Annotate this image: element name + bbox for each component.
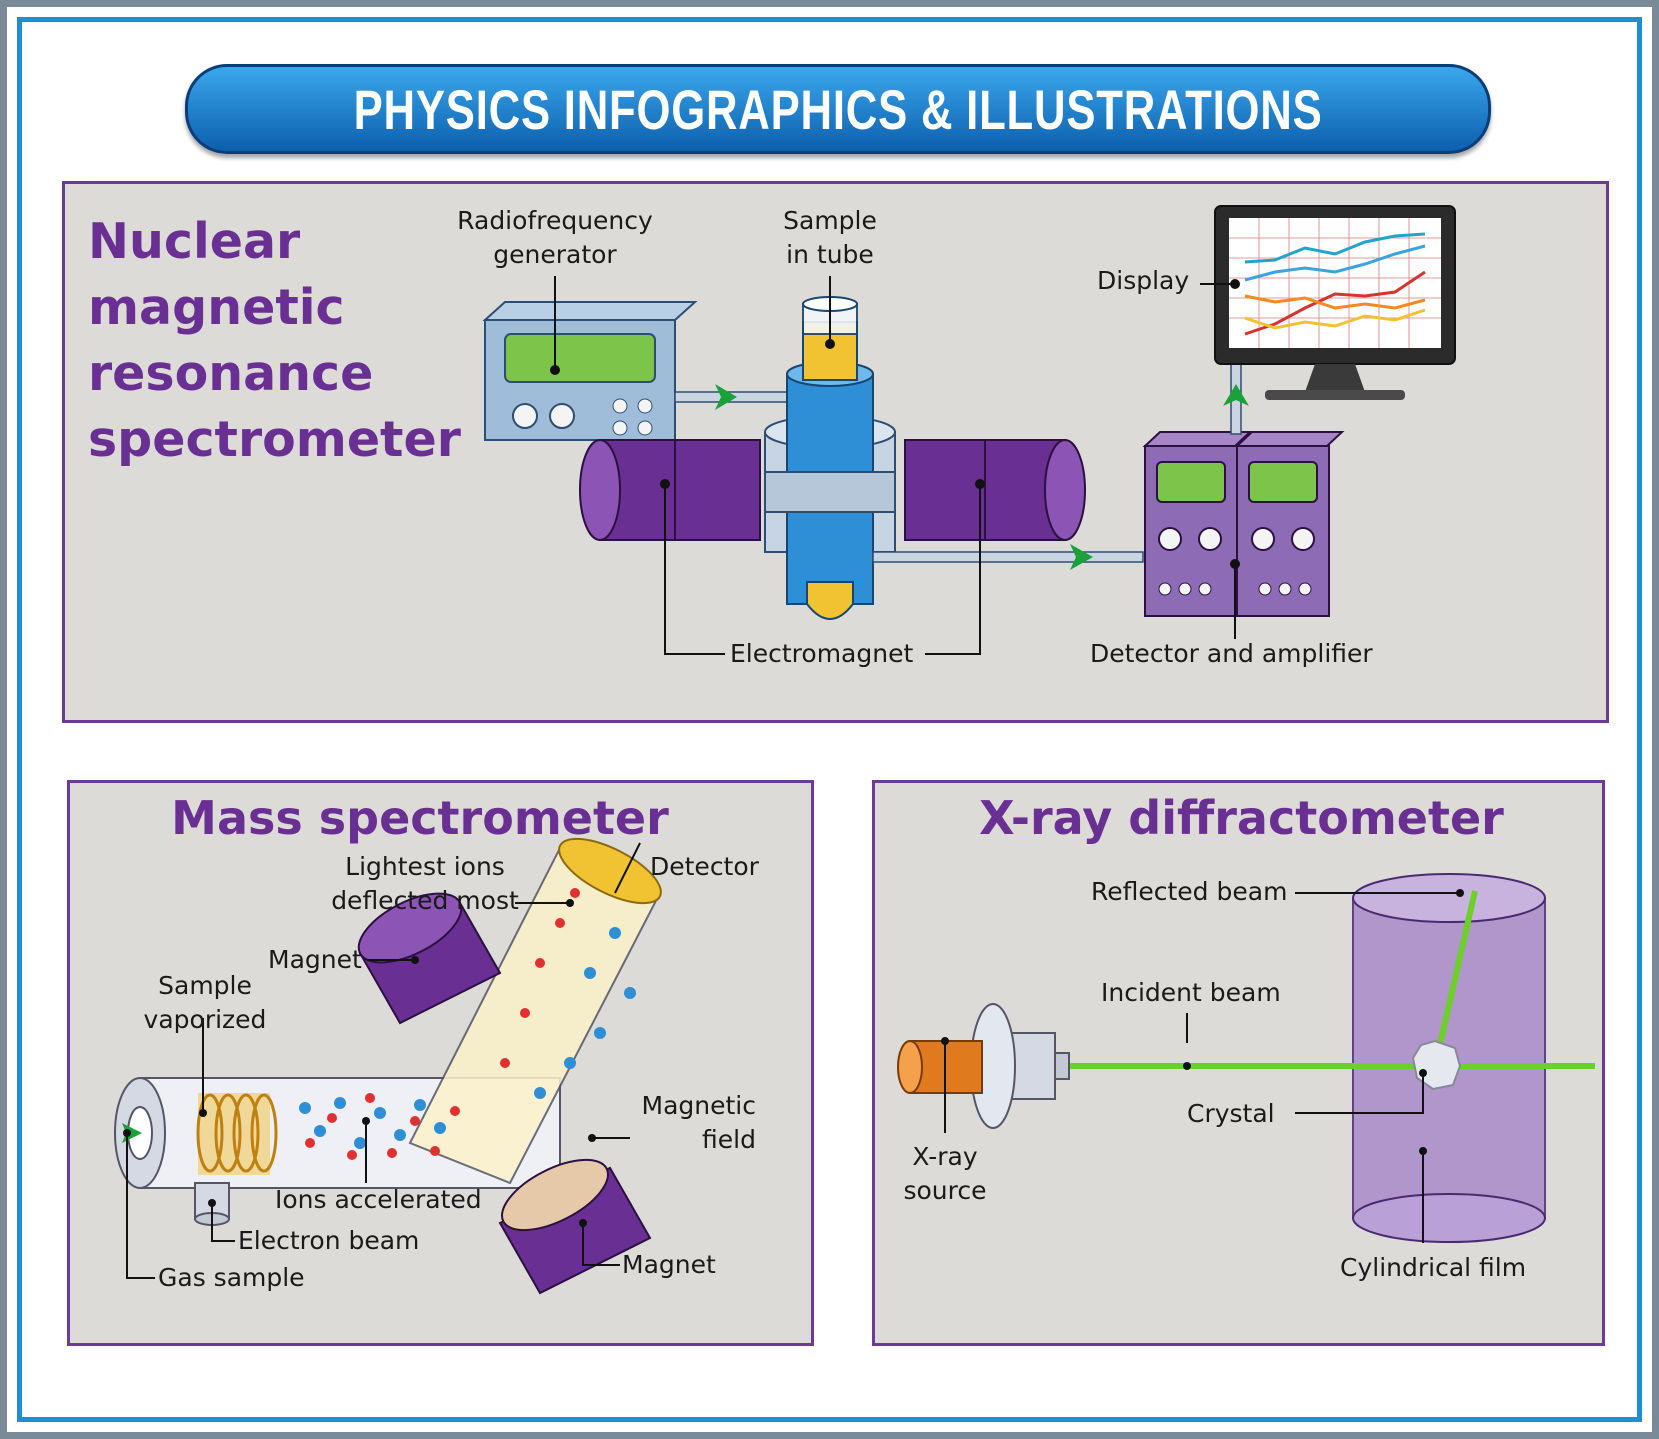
arrow-icon (1223, 384, 1249, 406)
nmr-title-line: spectrometer (88, 411, 461, 468)
xray-title: X-ray diffractometer (979, 791, 1504, 845)
magnet-bottom-icon (498, 1158, 652, 1295)
label-ions-accelerated: Ions accelerated (275, 1185, 482, 1214)
label-rf-generator: Radiofrequency generator (455, 204, 655, 272)
label-lightest-ions: Lightest ions deflected most (315, 850, 535, 918)
label-line: Lightest ions (345, 852, 505, 881)
label-display: Display (1097, 266, 1190, 295)
nmr-panel: Nuclear magnetic resonance spectrometer … (62, 181, 1609, 723)
electromagnet-right-icon (904, 439, 1086, 541)
nmr-title: Nuclear magnetic resonance spectrometer (88, 209, 461, 473)
label-sample-vaporized: Sample vaporized (130, 969, 280, 1037)
xray-illustration (897, 873, 1595, 1243)
label-line: Sample (783, 206, 877, 235)
label-reflected-beam: Reflected beam (1091, 877, 1288, 906)
header-title: PHYSICS INFOGRAPHICS & ILLUSTRATIONS (353, 77, 1323, 141)
label-line: X-ray (912, 1142, 978, 1171)
xray-source-icon (897, 1003, 1070, 1129)
label-line: field (702, 1125, 756, 1154)
label-xray-source: X-ray source (885, 1140, 1005, 1208)
label-line: Radiofrequency (457, 206, 653, 235)
arrow-icon (715, 384, 737, 410)
arrow-icon (1070, 544, 1093, 570)
label-line: generator (493, 240, 617, 269)
nmr-title-line: Nuclear (88, 213, 301, 270)
electromagnet-left-icon (579, 439, 761, 541)
nmr-title-line: resonance (88, 345, 374, 402)
label-line: source (903, 1176, 987, 1205)
mass-spec-title: Mass spectrometer (171, 791, 669, 845)
deflection-tube-icon (408, 837, 662, 1185)
magnet-top-icon (357, 892, 502, 1025)
label-line: vaporized (143, 1005, 267, 1034)
crystal-icon (1411, 1039, 1462, 1091)
label-detector: Detector (650, 852, 759, 881)
label-detector-amplifier: Detector and amplifier (1090, 639, 1373, 668)
label-magnet-top: Magnet (268, 945, 362, 974)
label-magnetic-field: Magnetic field (630, 1089, 756, 1157)
label-crystal: Crystal (1187, 1099, 1275, 1128)
label-cylindrical-film: Cylindrical film (1340, 1253, 1527, 1282)
label-line: deflected most (331, 886, 519, 915)
label-line: Sample (158, 971, 252, 1000)
label-magnet-bottom: Magnet (622, 1250, 716, 1279)
label-gas-sample: Gas sample (158, 1263, 305, 1292)
mass-spec-panel: Mass spectrometer Lightest ions deflecte… (67, 780, 814, 1346)
nmr-title-line: magnetic (88, 279, 345, 336)
label-electron-beam: Electron beam (238, 1226, 420, 1255)
label-line: Magnetic (641, 1091, 756, 1120)
nmr-illustration (482, 205, 1456, 655)
label-electromagnet: Electromagnet (730, 639, 914, 668)
rf-generator-icon (482, 301, 698, 441)
mass-spec-illustration (114, 837, 662, 1295)
label-sample-tube: Sample in tube (755, 204, 905, 272)
reflected-beam-icon (1432, 890, 1478, 1067)
label-incident-beam: Incident beam (1101, 978, 1281, 1007)
label-line: in tube (786, 240, 874, 269)
header-banner: PHYSICS INFOGRAPHICS & ILLUSTRATIONS (185, 64, 1491, 154)
ion-particles-icon (299, 888, 636, 1160)
xray-panel: X-ray diffractometer Reflected beam Inci… (872, 780, 1605, 1346)
detector-amplifier-icon (1142, 431, 1345, 617)
display-monitor-icon (1214, 205, 1456, 400)
